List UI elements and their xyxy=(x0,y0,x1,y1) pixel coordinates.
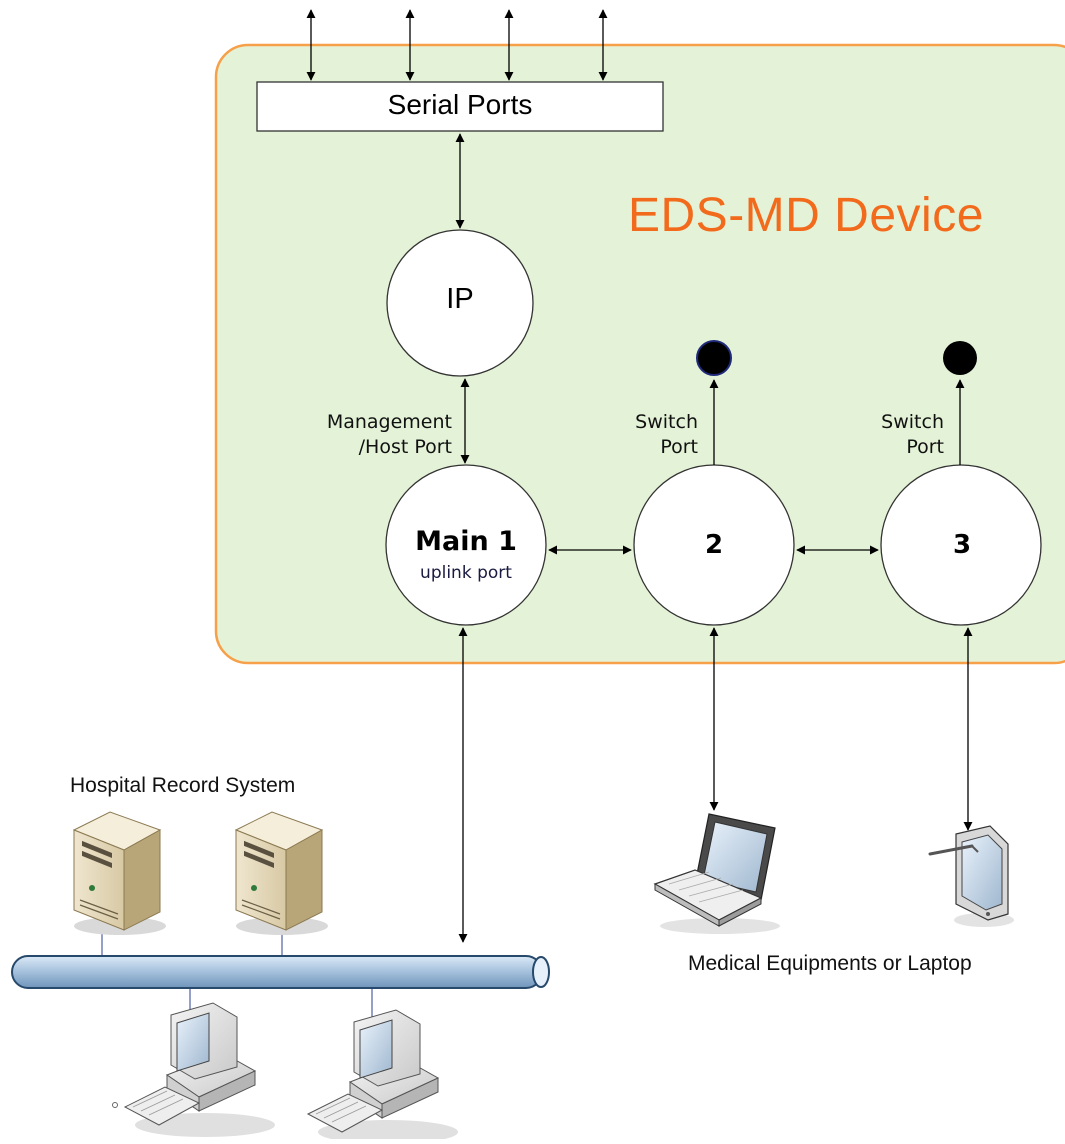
port3-label: 3 xyxy=(952,530,972,560)
serial-ports-label: Serial Ports xyxy=(387,89,533,120)
main-port-label: Main 1 xyxy=(415,526,517,557)
port2-label: 2 xyxy=(704,530,724,560)
workstation-icon xyxy=(306,1009,458,1144)
laptop-icon xyxy=(653,813,780,934)
main-port-sublabel: uplink port xyxy=(420,563,512,583)
hospital-record-system-label: Hospital Record System xyxy=(70,774,296,797)
device-title: EDS-MD Device xyxy=(628,189,984,242)
switch-port-3-line-1: Switch xyxy=(881,411,944,433)
main-port-node xyxy=(385,464,547,626)
management-port-label: Management /Host Port xyxy=(300,410,452,460)
port2-dot xyxy=(696,340,732,376)
switch-port-2-line-2: Port xyxy=(660,436,698,458)
management-line-2: /Host Port xyxy=(358,436,452,458)
management-line-1: Management xyxy=(326,411,452,433)
ip-label: IP xyxy=(446,283,474,315)
tablet-icon xyxy=(928,825,1014,927)
port3-dot xyxy=(943,341,977,375)
ip-node xyxy=(386,229,534,377)
server-icon xyxy=(72,811,166,935)
switch-port-3-line-2: Port xyxy=(906,436,944,458)
serial-arrows xyxy=(306,9,608,81)
server-icon xyxy=(234,811,328,935)
port3-node xyxy=(880,464,1042,626)
medical-equipment-label: Medical Equipments or Laptop xyxy=(688,952,972,975)
switch-port-3-label: Switch Port xyxy=(846,410,944,460)
network-bus xyxy=(11,955,550,989)
workstation-icon xyxy=(112,1002,275,1137)
switch-port-2-line-1: Switch xyxy=(635,411,698,433)
switch-port-2-label: Switch Port xyxy=(600,410,698,460)
serial-ports-box xyxy=(256,81,664,132)
